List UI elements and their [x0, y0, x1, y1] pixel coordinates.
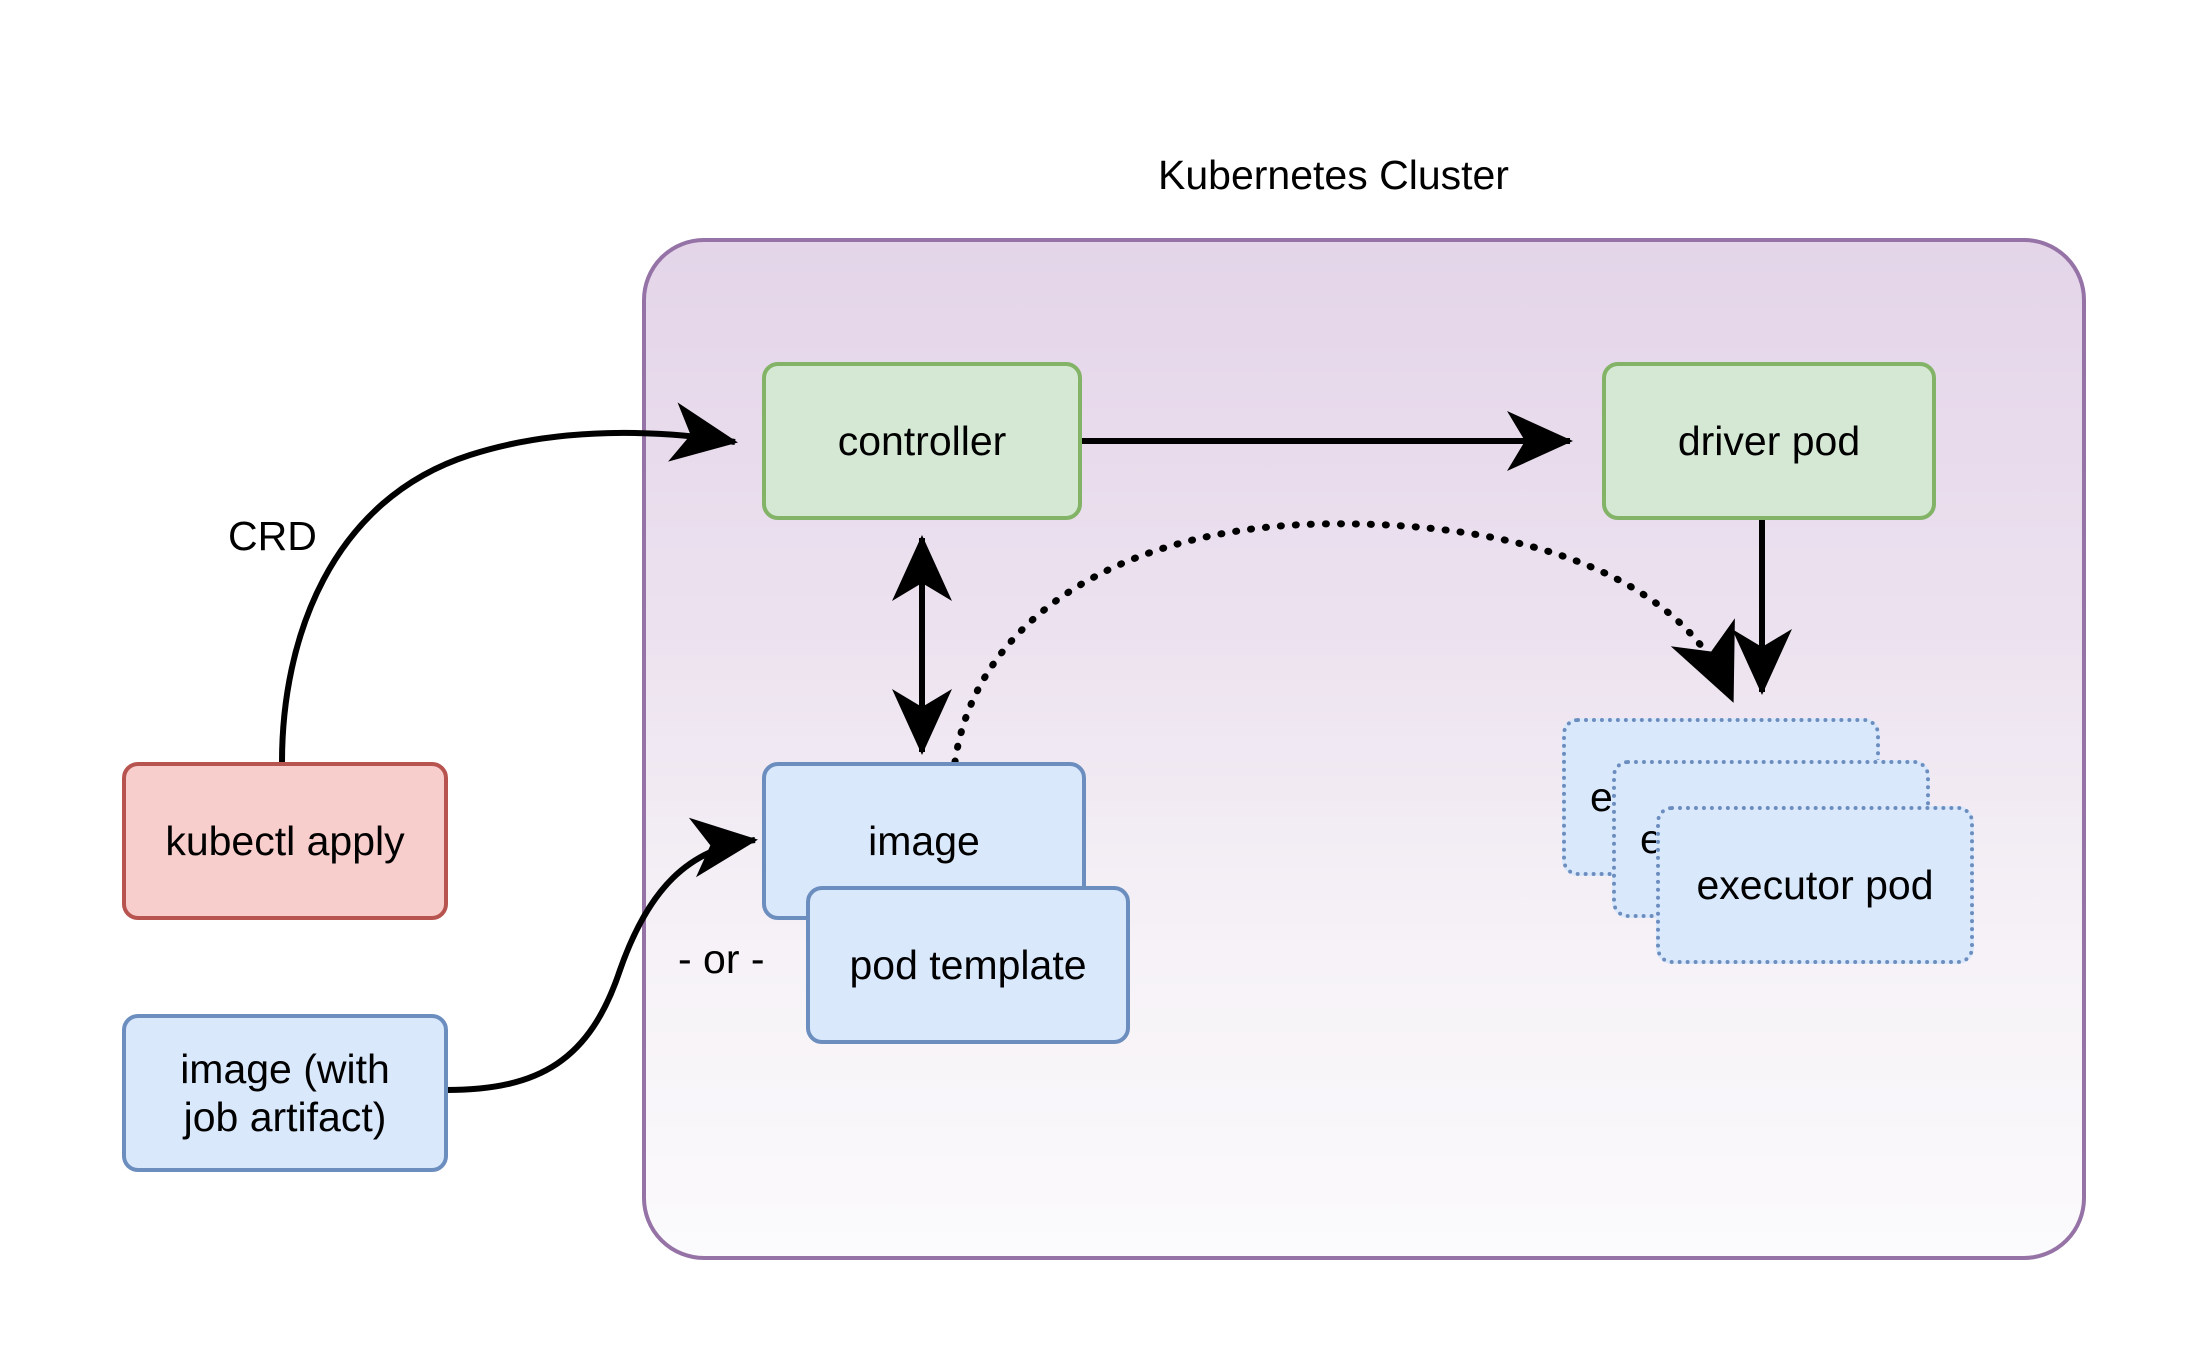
or-label: - or - — [678, 936, 765, 982]
node-executor-pod-front[interactable]: executor pod — [1656, 806, 1974, 964]
node-image-with-job-artifact-label-line1: image (with — [180, 1045, 390, 1092]
node-image-with-job-artifact-label-line2: job artifact) — [183, 1094, 387, 1140]
cluster-title: Kubernetes Cluster — [1158, 152, 1509, 198]
node-image-with-job-artifact[interactable]: image (with job artifact) — [122, 1014, 448, 1172]
node-pod-template-label: pod template — [849, 941, 1087, 988]
node-kubectl-apply-label: kubectl apply — [165, 817, 405, 864]
node-driver-pod[interactable]: driver pod — [1602, 362, 1936, 520]
node-executor-pod-front-label: executor pod — [1696, 861, 1934, 908]
node-controller-label: controller — [837, 417, 1007, 464]
node-controller[interactable]: controller — [762, 362, 1082, 520]
node-image-label: image — [868, 817, 980, 864]
node-driver-pod-label: driver pod — [1677, 417, 1861, 464]
crd-label: CRD — [228, 513, 317, 559]
node-pod-template[interactable]: pod template — [806, 886, 1130, 1044]
node-kubectl-apply[interactable]: kubectl apply — [122, 762, 448, 920]
